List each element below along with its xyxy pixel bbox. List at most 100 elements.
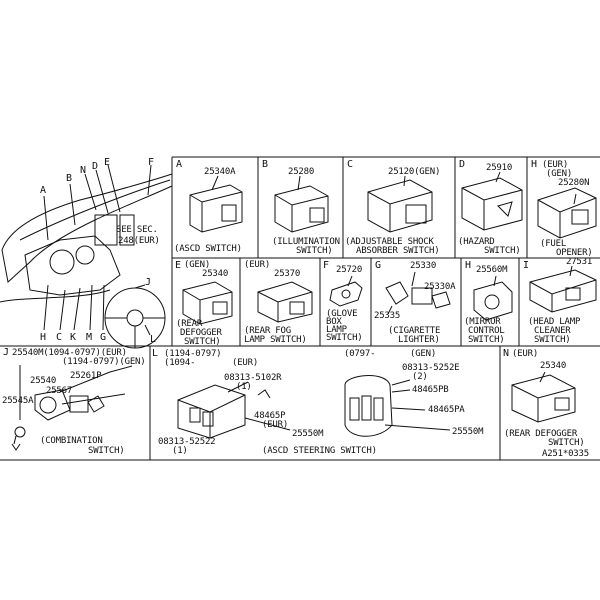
panel-a-letter: A [176, 159, 183, 170]
panel-j-part-2: 25261P [70, 371, 102, 381]
see-section-note-2: 248(EUR) [118, 236, 160, 246]
panel-i-part: 27531 [566, 257, 593, 267]
panel-j-drawing [11, 365, 133, 451]
panel-f-name-2: BOX [326, 317, 342, 327]
panel-g-name-1: (CIGARETTE [388, 326, 441, 336]
panel-c-part: 25120(GEN) [388, 167, 441, 177]
panel-n-drawing [511, 371, 576, 423]
panel-e-part: 25340 [202, 269, 229, 279]
panel-c-drawing [367, 175, 433, 233]
panel-n-name-1: (REAR DEFOGGER [504, 429, 578, 439]
panel-l-date-2: (1094- [164, 358, 196, 368]
panel-d-name-1: (HAZARD [458, 237, 495, 247]
panel-g-letter: G [375, 260, 382, 271]
panel-f-name-1: (GLOVE [326, 309, 358, 319]
panel-fuel-part: 25280N [558, 178, 590, 188]
panel-i-name-2: CLEANER [534, 326, 571, 336]
panel-mirror-letter: H [465, 260, 472, 271]
panel-mirror-part: 25560M [476, 265, 508, 275]
panel-d-letter: D [459, 159, 466, 170]
callout-g: G [100, 332, 107, 343]
panel-n-letter: N [503, 348, 510, 359]
panel-e-region: (GEN) [184, 260, 211, 270]
panel-mirror-drawing [473, 275, 513, 321]
panel-fuel-letter: H [531, 159, 538, 170]
callout-c: C [56, 332, 63, 343]
panel-j-part-1: 25540 [30, 376, 57, 386]
panel-e-name-3: SWITCH) [184, 337, 221, 347]
panel-l-region-2: (EUR) [262, 420, 289, 430]
callout-e: E [104, 157, 111, 168]
panel-f-part: 25720 [336, 265, 363, 275]
panel-j-line-1: 25540M(1094-0797)(EUR) [12, 348, 127, 358]
panel-n-region: (EUR) [512, 349, 539, 359]
panel-l-region: (EUR) [232, 358, 259, 368]
panel-i-drawing [529, 265, 597, 313]
panel-rear-fog-region: (EUR) [244, 260, 271, 270]
panel-j-letter: J [3, 347, 10, 358]
panel-l-part-5: 08313-5252E [402, 363, 460, 373]
callout-h: H [40, 332, 47, 343]
panel-f-drawing [329, 275, 363, 307]
panel-l-date-1: (1194-0797) [164, 349, 222, 359]
panel-fuel-name-1: (FUEL [540, 239, 567, 249]
panel-l-qty-2: (1) [172, 446, 188, 456]
panel-d-drawing [461, 171, 523, 231]
callout-j: J [145, 277, 152, 288]
panel-l-date-3: (0797- [344, 349, 376, 359]
panel-l-part-2: 48465P [254, 411, 286, 421]
panel-l-drawing [177, 375, 451, 439]
panel-j-name-2: SWITCH) [88, 446, 125, 456]
callout-n: N [80, 165, 87, 176]
panel-i-name-3: SWITCH) [534, 335, 571, 345]
footer-code: A251*0335 [542, 449, 589, 459]
panel-g-part-3: 25335 [374, 311, 401, 321]
panel-b-name-2: SWITCH) [296, 246, 333, 256]
dashboard-overview-drawing [0, 164, 173, 349]
panel-c-name-2: ABSORBER SWITCH) [356, 246, 440, 256]
panel-grid [0, 156, 600, 461]
callout-b: B [66, 173, 73, 184]
panel-l-part-7: 48465PA [428, 405, 465, 415]
panel-j-line-2: (1194-0797)(GEN) [62, 357, 146, 367]
panel-d-name-2: SWITCH) [484, 246, 521, 256]
panel-l-region-3: (GEN) [410, 349, 437, 359]
panel-g-name-2: LIGHTER) [398, 335, 440, 345]
panel-mirror-name-1: (MIRROR [464, 317, 501, 327]
panel-l-part-4: 08313-52522 [158, 437, 216, 447]
callout-d: D [92, 161, 99, 172]
callout-l: L [150, 334, 157, 345]
panel-c-name-1: (ADJUSTABLE SHOCK [345, 237, 434, 247]
panel-a-drawing [189, 175, 243, 233]
panel-f-letter: F [323, 260, 330, 271]
panel-i-letter: I [523, 260, 530, 271]
panel-d-part: 25910 [486, 163, 513, 173]
panel-f-name-4: SWITCH) [326, 333, 363, 343]
panel-fuel-region-2: (GEN) [546, 169, 573, 179]
panel-e-name-2: DEFOGGER [180, 328, 222, 338]
panel-g-part-2: 25330A [424, 282, 456, 292]
panel-g-drawing [385, 271, 451, 315]
panel-e-name-1: (REAR [176, 319, 203, 329]
panel-j-part-3: 25545A [2, 396, 34, 406]
panel-c-letter: C [347, 159, 354, 170]
panel-rear-fog-name-1: (REAR FOG [244, 326, 291, 336]
panel-l-part-8: 25550M [452, 427, 484, 437]
panel-i-name-1: (HEAD LAMP [528, 317, 581, 327]
panel-l-letter: L [152, 348, 159, 359]
panel-e-letter: E [175, 260, 182, 271]
panel-n-part: 25340 [540, 361, 567, 371]
panel-l-part-6: 48465PB [412, 385, 449, 395]
panel-a-name: (ASCD SWITCH) [174, 244, 242, 254]
panel-fuel-name-2: OPENER) [556, 248, 593, 258]
callout-k: K [70, 332, 77, 343]
panel-l-qty-1: (1) [236, 382, 252, 392]
callout-m: M [86, 332, 93, 343]
panel-b-letter: B [262, 159, 269, 170]
panel-l-name: (ASCD STEERING SWITCH) [262, 446, 377, 456]
panel-j-part-4: 25567 [46, 386, 73, 396]
callout-a: A [40, 185, 47, 196]
panel-l-qty-3: (2) [412, 372, 428, 382]
